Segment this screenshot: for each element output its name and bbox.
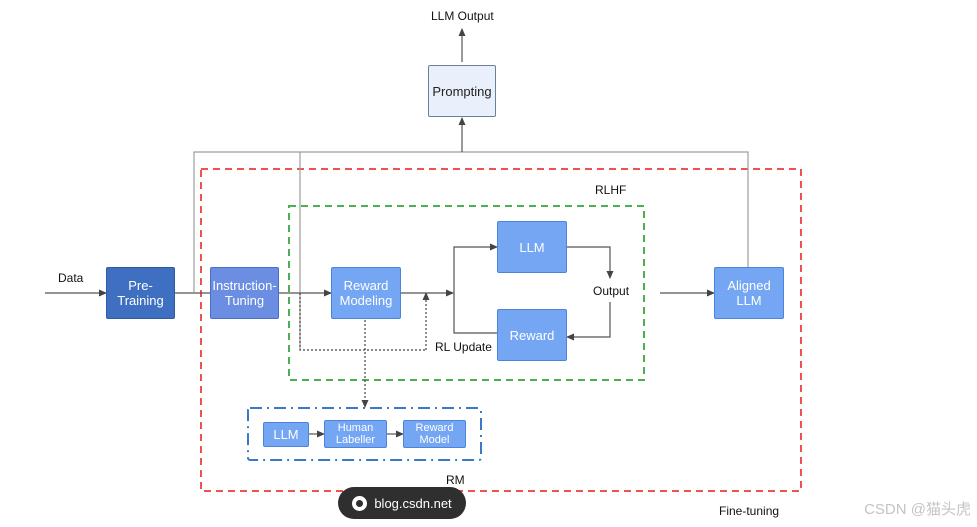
watermark-badge: blog.csdn.net — [338, 487, 466, 519]
instruction-to-rm-dotted-line — [299, 293, 426, 351]
author-credit: CSDN @猫头虎 — [864, 501, 971, 518]
data-label: Data — [58, 271, 84, 285]
fine-tuning-container — [200, 168, 802, 492]
llm-output-label: LLM Output — [431, 9, 494, 23]
rm-label: RM — [446, 473, 465, 487]
reward-box: Reward — [497, 309, 567, 361]
output-to-reward-arrow — [566, 302, 611, 341]
pretraining-to-prompting-line — [193, 151, 749, 292]
llm-box: LLM — [497, 221, 567, 273]
pre-training-box: Pre-Training — [106, 267, 175, 319]
aligned-llm-box: Aligned LLM — [714, 267, 784, 319]
reward-to-loop-line — [453, 293, 497, 334]
output-label: Output — [593, 284, 630, 298]
rlhf-label: RLHF — [595, 183, 627, 197]
rm-container — [247, 407, 482, 461]
llm-to-output-arrow — [567, 246, 614, 279]
fine-tuning-label: Fine-tuning — [719, 504, 780, 518]
rl-update-label: RL Update — [435, 340, 492, 354]
watermark-text: blog.csdn.net — [374, 495, 452, 511]
rm-llm-box: LLM — [263, 422, 309, 447]
loop-to-llm-arrow — [453, 243, 498, 293]
prompting-box: Prompting — [428, 65, 496, 117]
globe-icon — [352, 495, 368, 511]
reward-modeling-box: Reward Modeling — [331, 267, 401, 319]
reward-model-box: Reward Model — [403, 420, 466, 448]
human-labeller-box: Human Labeller — [324, 420, 387, 448]
instruction-tuning-box: Instruction- Tuning — [210, 267, 279, 319]
